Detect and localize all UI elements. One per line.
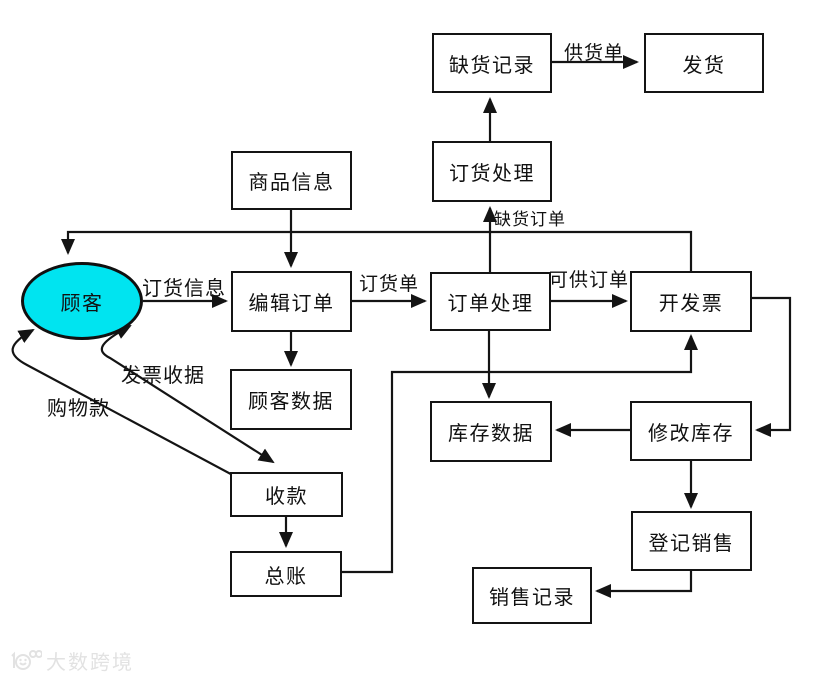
node-label: 总账 bbox=[264, 565, 308, 588]
node-label: 商品信息 bbox=[248, 172, 335, 194]
node-update-inventory: 修改库存 bbox=[630, 401, 752, 461]
edge-invoicing-to-customer bbox=[61, 230, 693, 271]
node-label: 编辑订单 bbox=[248, 293, 335, 315]
node-label: 修改库存 bbox=[648, 422, 734, 445]
node-label: 订货处理 bbox=[449, 163, 535, 185]
edge-label-order-form: 订货单 bbox=[359, 274, 420, 295]
edge-label-available-order: 可供订单 bbox=[549, 270, 630, 291]
node-label: 发货 bbox=[682, 54, 726, 77]
edge-label-order-info: 订货信息 bbox=[142, 278, 226, 300]
node-collect-payment: 收款 bbox=[230, 472, 343, 517]
edge-invoicing-to-update-inventory bbox=[752, 296, 792, 437]
node-invoicing: 开发票 bbox=[630, 271, 752, 332]
node-edit-order: 编辑订单 bbox=[231, 271, 352, 332]
node-ship: 发货 bbox=[644, 33, 764, 93]
node-order-goods-processing: 订货处理 bbox=[432, 141, 552, 202]
node-order-processing: 订单处理 bbox=[430, 272, 551, 331]
node-general-ledger: 总账 bbox=[230, 551, 342, 597]
node-shortage-record: 缺货记录 bbox=[432, 33, 552, 93]
node-customer: 顾客 bbox=[21, 262, 143, 340]
watermark-text: 大数跨境 bbox=[46, 652, 134, 674]
node-label: 销售记录 bbox=[489, 587, 575, 609]
node-label: 订单处理 bbox=[447, 293, 534, 315]
watermark: 大数跨境 bbox=[8, 646, 134, 675]
node-label: 缺货记录 bbox=[449, 54, 535, 77]
node-label: 库存数据 bbox=[448, 423, 534, 445]
edge-label-shortage-order: 缺货订单 bbox=[494, 210, 566, 229]
node-label: 顾客 bbox=[60, 292, 104, 315]
edge-register-sales-to-sales-record bbox=[595, 571, 693, 598]
node-label: 开发票 bbox=[658, 293, 724, 315]
node-customer-data: 顾客数据 bbox=[230, 369, 352, 430]
node-label: 收款 bbox=[265, 486, 308, 508]
node-label: 登记销售 bbox=[648, 532, 735, 555]
node-product-info: 商品信息 bbox=[231, 151, 352, 210]
node-inventory-data: 库存数据 bbox=[430, 401, 552, 462]
edge-general-ledger-to-invoicing bbox=[342, 334, 698, 574]
watermark-logo-icon bbox=[11, 649, 42, 670]
node-register-sales: 登记销售 bbox=[631, 511, 752, 571]
node-label: 顾客数据 bbox=[248, 391, 334, 413]
edge-label-supply-order: 供货单 bbox=[564, 43, 625, 64]
edge-label-shopping-payment: 购物款 bbox=[47, 398, 110, 420]
edge-label-invoice-receipt: 发票收据 bbox=[121, 365, 205, 387]
node-sales-record: 销售记录 bbox=[472, 567, 592, 624]
